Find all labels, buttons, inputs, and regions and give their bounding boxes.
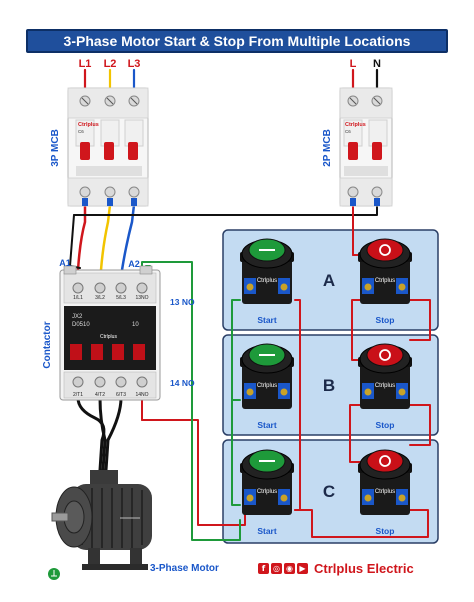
mcb-2p-model: C6 xyxy=(345,129,351,134)
motor xyxy=(48,470,152,580)
pinterest-icon[interactable]: ◉ xyxy=(284,562,295,574)
contactor-terminal-top-4: 13NO xyxy=(135,295,148,301)
station-letter-a: A xyxy=(323,271,335,290)
supply-label-l2: L2 xyxy=(104,58,117,70)
mcb-2p[interactable]: Ctrlplus C6 xyxy=(339,87,393,207)
mcb-3p[interactable]: Ctrlplus C6 xyxy=(67,87,149,207)
mcb-3p-model: C6 xyxy=(78,129,84,134)
start-label-1: Start xyxy=(257,420,277,430)
contactor-terminal-bottom-4: 14NO xyxy=(135,392,148,398)
contactor-terminal-top-3: 5/L3 xyxy=(116,295,126,301)
station-letter-c: C xyxy=(323,482,335,501)
mcb-2p-toggle[interactable] xyxy=(348,142,358,160)
control-wires xyxy=(141,204,431,541)
page-title: 3-Phase Motor Start & Stop From Multiple… xyxy=(26,29,448,53)
mcb-3p-label: 3P MCB xyxy=(50,129,61,167)
contactor-label: Contactor xyxy=(42,321,53,368)
contactor-terminal-bottom-2: 4/T2 xyxy=(95,392,105,398)
mcb-3p-toggle[interactable] xyxy=(80,142,90,160)
power-wires xyxy=(69,68,379,472)
stop-button-brand-1: Ctrlplus xyxy=(375,383,395,389)
contactor-model-1: JX2 xyxy=(72,314,83,320)
aux-contact-14-label: 14 NO xyxy=(170,378,195,388)
brand-name: Ctrlplus Electric xyxy=(314,560,414,576)
supply-label-l3: L3 xyxy=(128,58,141,70)
mcb-2p-brand: Ctrlplus xyxy=(345,122,366,128)
stop-button-brand-0: Ctrlplus xyxy=(375,278,395,284)
start-label-2: Start xyxy=(257,526,277,536)
start-label-0: Start xyxy=(257,315,277,325)
motor-label: 3-Phase Motor xyxy=(150,563,219,574)
contactor-model-3: 10 xyxy=(132,322,139,328)
coil-label-a1: A1 xyxy=(59,258,71,268)
coil-label-a2: A2 xyxy=(128,259,140,269)
supply-label-n: N xyxy=(373,58,381,70)
instagram-icon[interactable]: ◎ xyxy=(271,562,282,574)
stop-label-0: Stop xyxy=(376,315,395,325)
contactor[interactable]: JX2 D0510 10 Ctrlplus 1/L1 3/L2 5/L3 13N… xyxy=(59,265,161,401)
stop-label-1: Stop xyxy=(376,420,395,430)
youtube-icon[interactable]: ▶ xyxy=(297,562,308,574)
start-button-brand-1: Ctrlplus xyxy=(257,383,277,389)
contactor-model-2: D0510 xyxy=(72,322,90,328)
stop-button-brand-2: Ctrlplus xyxy=(375,489,395,495)
supply-labels: L1 L2 L3 L N xyxy=(79,58,381,70)
supply-label-l1: L1 xyxy=(79,58,92,70)
station-letter-b: B xyxy=(323,376,335,395)
contactor-terminal-bottom-3: 6/T3 xyxy=(116,392,126,398)
aux-contact-13-label: 13 NO xyxy=(170,297,195,307)
contactor-terminal-top-1: 1/L1 xyxy=(73,295,83,301)
contactor-terminal-bottom-1: 2/T1 xyxy=(73,392,83,398)
push-button-stations: CtrlplusStartCtrlplusStopACtrlplusStartC… xyxy=(240,238,412,536)
contactor-terminal-top-2: 3/L2 xyxy=(95,295,105,301)
mcb-2p-label: 2P MCB xyxy=(322,129,333,167)
brand-footer: f ◎ ◉ ▶ Ctrlplus Electric xyxy=(258,559,414,577)
mcb-3p-brand: Ctrlplus xyxy=(78,122,99,128)
start-button-brand-2: Ctrlplus xyxy=(257,489,277,495)
contactor-brand: Ctrlplus xyxy=(100,334,117,340)
stop-label-2: Stop xyxy=(376,526,395,536)
start-button-brand-0: Ctrlplus xyxy=(257,278,277,284)
facebook-icon[interactable]: f xyxy=(258,562,269,574)
supply-label-l: L xyxy=(350,58,357,70)
